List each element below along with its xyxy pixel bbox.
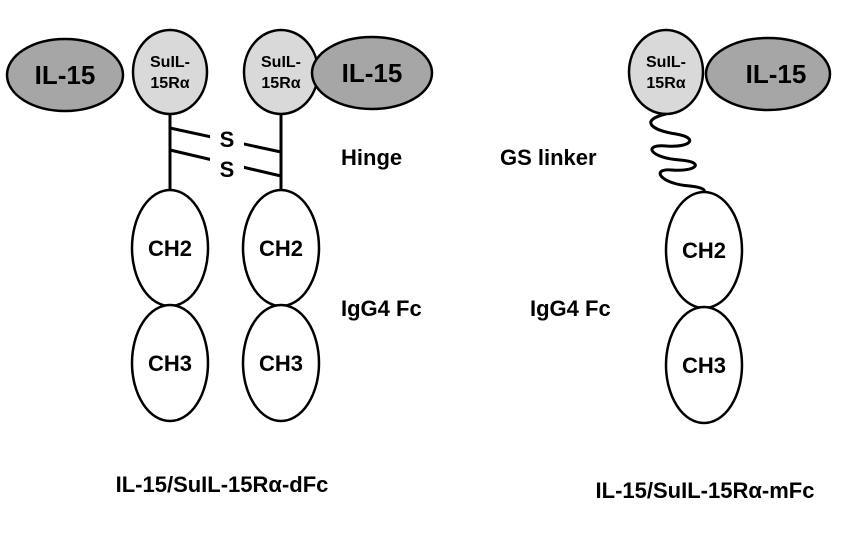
left-chain-b-receptor-label-2: 15Rα (261, 75, 300, 92)
left-chain-b-receptor-label-1: SuIL- (261, 54, 301, 71)
left-chain-b-il15-label: IL-15 (342, 58, 403, 88)
disulfide-s-label-1: S (220, 127, 235, 152)
right-il15-domain (704, 36, 832, 112)
right-ch3-domain (664, 305, 744, 425)
disulfide-s-label-2: S (220, 157, 235, 182)
left-construct-caption: IL-15/SuIL-15Rα-dFc (116, 472, 329, 497)
left-chain-b-il15-domain (310, 35, 434, 111)
right-construct: IL-15 SuIL- 15Rα CH2 CH3 IL-15/SuIL-15Rα… (596, 28, 832, 503)
hinge-label: Hinge (341, 145, 402, 170)
right-il15-label: IL-15 (746, 59, 807, 89)
left-chain-a-il15-label: IL-15 (35, 60, 96, 90)
left-chain-a-receptor-domain (131, 28, 209, 116)
right-ch2-label: CH2 (682, 238, 726, 263)
right-receptor-domain (627, 28, 705, 116)
right-receptor-label-1: SuIL- (646, 54, 686, 71)
gs-linker-coil (649, 112, 706, 194)
left-chain-b-ch3-domain (241, 303, 321, 423)
right-receptor-label-2: 15Rα (646, 75, 685, 92)
left-chain-a-receptor-label-1: SuIL- (150, 54, 190, 71)
right-ch3-label: CH3 (682, 353, 726, 378)
left-construct: IL-15 SuIL- 15Rα SuIL- 15Rα IL-15 S S CH… (5, 28, 434, 497)
left-chain-b-receptor-domain (242, 28, 320, 116)
igg4-fc-label-right: IgG4 Fc (530, 296, 611, 321)
right-construct-caption: IL-15/SuIL-15Rα-mFc (596, 478, 815, 503)
disulfide-label-bg (210, 126, 244, 184)
left-chain-b-ch2-label: CH2 (259, 236, 303, 261)
left-chain-a-ch3-domain (130, 303, 210, 423)
left-chain-a-il15-domain (5, 37, 125, 113)
left-chain-a-receptor-label-2: 15Rα (150, 75, 189, 92)
left-chain-b-ch3-label: CH3 (259, 351, 303, 376)
igg4-fc-label-left: IgG4 Fc (341, 296, 422, 321)
left-chain-a-ch2-label: CH2 (148, 236, 192, 261)
gs-linker-label: GS linker (500, 145, 597, 170)
left-chain-a-ch3-label: CH3 (148, 351, 192, 376)
